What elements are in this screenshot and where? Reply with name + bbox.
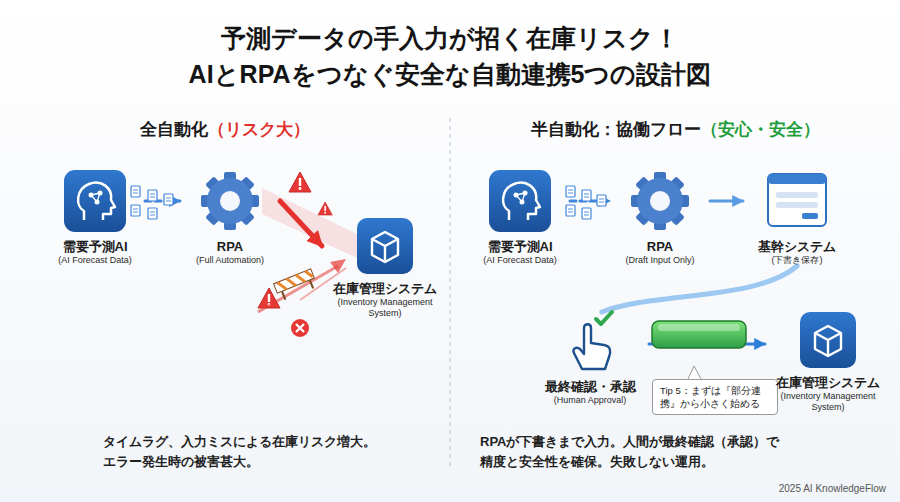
heading-text: 半自動化：協働フロー [531, 120, 701, 139]
ai-icon [489, 170, 551, 232]
document-icon [597, 195, 606, 206]
risk-stream [258, 266, 338, 312]
node-title: 基幹システム [743, 238, 851, 255]
risk-glow [262, 188, 357, 258]
node-subtitle: (Full Automation) [180, 255, 280, 266]
caption-text: RPAが下書きまで入力。人間が最終確認（承認）で 精度と安全性を確保。失敗しない… [480, 432, 865, 472]
ai-node: 需要予測AI(AI Forecast Data) [470, 170, 570, 266]
caption-text: タイムラグ、入力ミスによる在庫リスク増大。 エラー発生時の被害甚大。 [103, 432, 463, 472]
node-title: 最終確認・承認 [531, 378, 649, 395]
title-text: 予測データの手入力が招く在庫リスク！ AIとRPAをつなぐ安全な自動連携5つの設… [130, 20, 770, 92]
document-icon [582, 190, 591, 201]
callout-text: Tip 5：まずは『部分連携』から小さく始める [660, 384, 770, 410]
tip-callout: Tip 5：まずは『部分連携』から小さく始める [652, 379, 778, 415]
flow-connector [710, 200, 743, 203]
approval-node: 最終確認・承認(Human Approval) [531, 312, 649, 406]
document-icon [131, 205, 140, 216]
panel-heading: 全自動化（リスク大） [0, 118, 450, 142]
flow-connector [602, 266, 797, 312]
document-icon [148, 208, 157, 219]
panel-divider [450, 118, 451, 470]
heading-accent: （リスク大） [208, 120, 310, 139]
heading-accent: （安心・安全） [701, 120, 820, 139]
node-subtitle: (下書き保存) [743, 255, 851, 266]
node-subtitle: (AI Forecast Data) [45, 255, 145, 266]
document-icon [566, 205, 575, 216]
panel-heading: 半自動化：協働フロー（安心・安全） [450, 118, 900, 142]
node-title: 需要予測AI [45, 238, 145, 255]
system-node: 基幹システム(下書き保存) [743, 170, 851, 266]
warning-icon [318, 202, 332, 215]
node-title: RPA [180, 238, 280, 255]
heading-text: 全自動化 [140, 120, 208, 139]
node-title: 在庫管理システム [765, 374, 891, 391]
document-icon [148, 190, 157, 201]
document-icon [131, 186, 140, 197]
callout-pointer [688, 366, 701, 379]
document-icon [566, 186, 575, 197]
rpa-node: RPA(Full Automation) [180, 170, 280, 266]
inventory-node: 在庫管理システム(Inventory Management System) [765, 312, 891, 413]
node-title: 在庫管理システム [322, 280, 448, 297]
document-icon [582, 208, 591, 219]
node-subtitle: (Inventory Management System) [765, 391, 891, 413]
system-window-icon [768, 174, 826, 226]
node-title: 需要予測AI [470, 238, 570, 255]
gear-icon [631, 172, 689, 230]
gear-icon [201, 172, 259, 230]
hand-icon [573, 312, 612, 369]
node-title: RPA [610, 238, 710, 255]
approve-button [652, 321, 746, 348]
inventory-icon [357, 218, 413, 274]
node-subtitle: (Draft Input Only) [610, 255, 710, 266]
watermark: 2025 AI KnowledgeFlow [779, 483, 886, 494]
node-subtitle: (Inventory Management System) [322, 297, 448, 319]
barrier-icon [274, 269, 318, 302]
risk-arrowhead [330, 259, 346, 273]
inventory-node: 在庫管理システム(Inventory Management System) [322, 218, 448, 319]
rpa-node: RPA(Draft Input Only) [610, 170, 710, 266]
ai-node: 需要予測AI(AI Forecast Data) [45, 170, 145, 266]
ai-icon [64, 170, 126, 232]
warning-icon [289, 172, 311, 192]
error-icon [291, 319, 309, 337]
node-subtitle: (Human Approval) [531, 395, 649, 406]
inventory-icon [800, 312, 856, 368]
document-icon [164, 194, 173, 205]
node-subtitle: (AI Forecast Data) [470, 255, 570, 266]
